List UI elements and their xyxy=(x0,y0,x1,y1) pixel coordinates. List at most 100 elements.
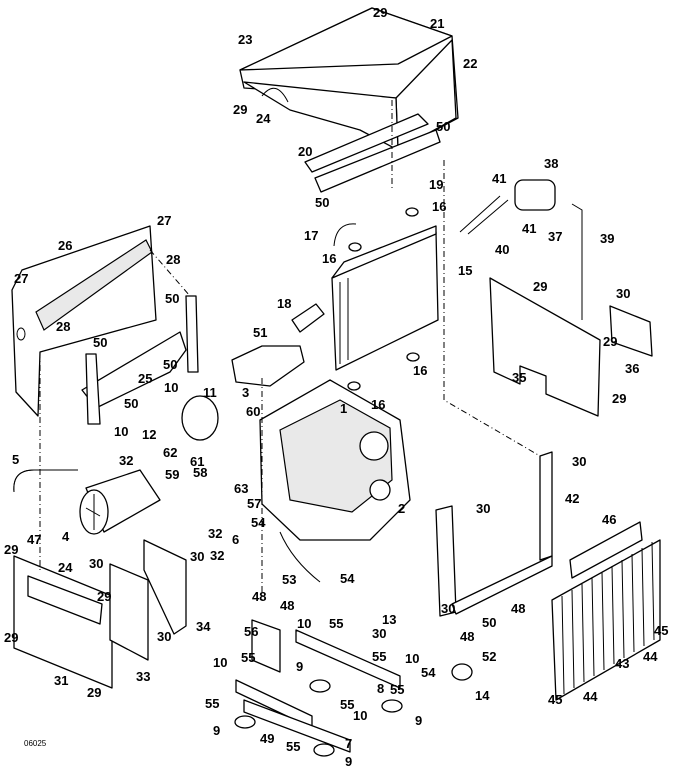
fan-shroud-part xyxy=(11,225,157,417)
callout-10: 10 xyxy=(213,655,228,670)
callout-3: 3 xyxy=(242,385,250,400)
callout-30: 30 xyxy=(372,626,387,641)
callout-43: 43 xyxy=(615,656,630,671)
callout-48: 48 xyxy=(252,589,267,604)
bracket-33-part xyxy=(109,563,149,661)
callout-29: 29 xyxy=(603,334,618,349)
callout-19: 19 xyxy=(429,177,444,192)
callout-53: 53 xyxy=(282,572,297,587)
callout-55: 55 xyxy=(241,650,256,665)
callout-29: 29 xyxy=(533,279,548,294)
callout-10: 10 xyxy=(405,651,420,666)
callout-39: 39 xyxy=(600,231,615,246)
flange-part xyxy=(181,395,219,441)
callout-28: 28 xyxy=(166,252,181,267)
callout-46: 46 xyxy=(602,512,617,527)
callout-31: 31 xyxy=(54,673,69,688)
radiator-bracket-part xyxy=(304,113,441,193)
callout-41: 41 xyxy=(522,221,537,236)
callout-50: 50 xyxy=(93,335,108,350)
callout-50: 50 xyxy=(482,615,497,630)
callout-25: 25 xyxy=(138,371,153,386)
callout-54: 54 xyxy=(340,571,355,586)
callout-54: 54 xyxy=(421,665,436,680)
callout-50: 50 xyxy=(165,291,180,306)
callout-23: 23 xyxy=(238,32,253,47)
callout-30: 30 xyxy=(616,286,631,301)
radiator-hose-part xyxy=(291,303,325,333)
bracket-36-part xyxy=(609,305,653,357)
callout-10: 10 xyxy=(297,616,312,631)
callout-10: 10 xyxy=(114,424,129,439)
callout-54: 54 xyxy=(251,515,266,530)
callout-55: 55 xyxy=(372,649,387,664)
engine-part xyxy=(259,379,411,583)
callout-48: 48 xyxy=(280,598,295,613)
callout-30: 30 xyxy=(190,549,205,564)
callout-60: 60 xyxy=(246,404,261,419)
callout-44: 44 xyxy=(643,649,658,664)
callout-13: 13 xyxy=(382,612,397,627)
air-intake-hose-part xyxy=(13,469,78,493)
callout-24: 24 xyxy=(58,560,73,575)
callout-29: 29 xyxy=(87,685,102,700)
figure-id: 06025 xyxy=(24,739,47,748)
callout-56: 56 xyxy=(244,624,259,639)
callout-49: 49 xyxy=(260,731,275,746)
callout-55: 55 xyxy=(390,682,405,697)
callout-57: 57 xyxy=(247,496,262,511)
radiator-part xyxy=(331,207,439,391)
callout-30: 30 xyxy=(476,501,491,516)
callout-16: 16 xyxy=(413,363,428,378)
callout-30: 30 xyxy=(89,556,104,571)
callout-26: 26 xyxy=(58,238,73,253)
callout-29: 29 xyxy=(4,542,19,557)
callout-44: 44 xyxy=(583,689,598,704)
callout-59: 59 xyxy=(165,467,180,482)
callout-18: 18 xyxy=(277,296,292,311)
callout-14: 14 xyxy=(475,688,490,703)
callout-9: 9 xyxy=(415,713,423,728)
callout-27: 27 xyxy=(14,271,29,286)
callout-36: 36 xyxy=(625,361,640,376)
callout-34: 34 xyxy=(196,619,211,634)
callout-62: 62 xyxy=(163,445,178,460)
callout-55: 55 xyxy=(340,697,355,712)
callout-37: 37 xyxy=(548,229,563,244)
callout-12: 12 xyxy=(142,427,157,442)
callout-45: 45 xyxy=(548,692,563,707)
callout-63: 63 xyxy=(234,481,249,496)
callout-24: 24 xyxy=(256,111,271,126)
callout-50: 50 xyxy=(124,396,139,411)
callout-28: 28 xyxy=(56,319,71,334)
callout-55: 55 xyxy=(205,696,220,711)
callout-52: 52 xyxy=(482,649,497,664)
callout-45: 45 xyxy=(654,623,669,638)
side-panel-part xyxy=(489,277,601,417)
callout-32: 32 xyxy=(210,548,225,563)
callout-58: 58 xyxy=(193,465,208,480)
callout-10: 10 xyxy=(353,708,368,723)
callout-11: 11 xyxy=(203,385,217,400)
callout-4: 4 xyxy=(62,529,70,544)
radiator-screen-part xyxy=(551,521,661,701)
upper-hose-part xyxy=(333,223,357,247)
callout-29: 29 xyxy=(373,5,388,20)
callout-9: 9 xyxy=(213,723,221,738)
callout-7: 7 xyxy=(345,736,353,751)
engine-mount-rails-part xyxy=(235,619,401,753)
top-cover-part xyxy=(239,7,459,151)
callout-48: 48 xyxy=(460,629,475,644)
callout-30: 30 xyxy=(572,454,587,469)
callout-16: 16 xyxy=(432,199,447,214)
callout-9: 9 xyxy=(296,659,304,674)
callout-47: 47 xyxy=(27,532,42,547)
bracket-34-part xyxy=(143,539,187,635)
callout-8: 8 xyxy=(377,681,385,696)
callout-27: 27 xyxy=(157,213,172,228)
callout-50: 50 xyxy=(436,119,451,134)
callout-2: 2 xyxy=(398,501,406,516)
callout-29: 29 xyxy=(4,630,19,645)
callout-29: 29 xyxy=(97,589,112,604)
